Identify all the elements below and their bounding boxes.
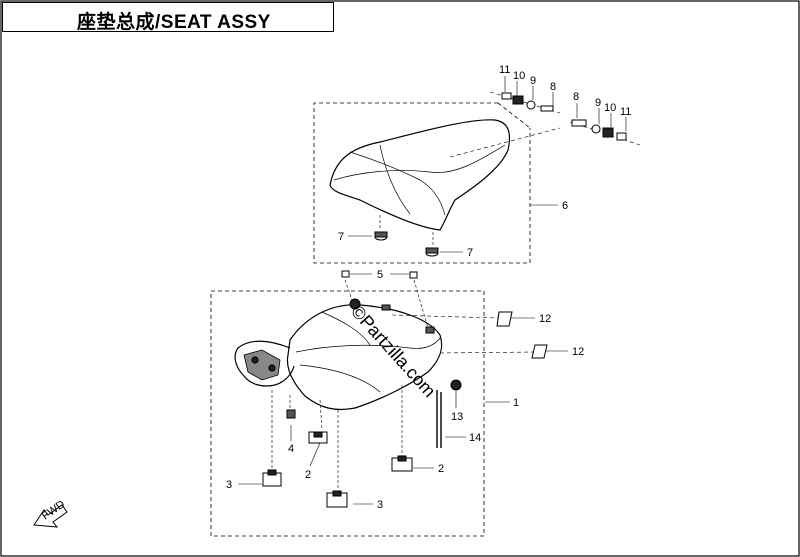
callout-6: 6 xyxy=(562,200,568,212)
callout-1: 1 xyxy=(513,397,519,409)
callout-7a: 7 xyxy=(338,231,344,243)
small-parts xyxy=(262,311,548,508)
callout-3a: 3 xyxy=(226,479,232,491)
callout-2b: 2 xyxy=(438,463,444,475)
bolt-5 xyxy=(341,270,418,279)
watermark: ©Partzilla.com xyxy=(347,301,440,401)
callout-11a: 11 xyxy=(499,64,510,76)
callout-3b: 3 xyxy=(377,499,383,511)
callout-14: 14 xyxy=(469,432,481,444)
passenger-seat xyxy=(329,119,511,231)
main-seat xyxy=(234,304,443,411)
callout-11b: 11 xyxy=(620,106,631,118)
main-seat-box xyxy=(210,290,485,537)
callout-10b: 10 xyxy=(604,102,616,114)
hardware-left xyxy=(489,76,561,114)
callout-4: 4 xyxy=(288,443,294,455)
callout-labels: 11 10 9 8 8 9 10 11 6 7 7 5 12 12 1 13 1… xyxy=(226,64,631,511)
title-box: 座垫总成/SEAT ASSY xyxy=(2,2,334,33)
seat-fasteners xyxy=(349,298,462,391)
page-title: 座垫总成/SEAT ASSY xyxy=(77,12,271,33)
bumper-7 xyxy=(374,231,439,257)
callout-2a: 2 xyxy=(305,469,311,481)
callout-5: 5 xyxy=(377,269,383,281)
callout-7b: 7 xyxy=(467,247,473,259)
callout-9a: 9 xyxy=(530,75,536,87)
passenger-seat-box xyxy=(313,102,531,264)
callout-12a: 12 xyxy=(539,313,551,325)
callout-8a: 8 xyxy=(550,81,556,93)
callout-8b: 8 xyxy=(573,91,579,103)
hardware-right xyxy=(569,103,641,146)
callout-9b: 9 xyxy=(595,97,601,109)
callout-13: 13 xyxy=(451,411,463,423)
callout-12b: 12 xyxy=(572,346,584,358)
fwd-arrow-icon xyxy=(33,504,68,528)
callout-10a: 10 xyxy=(513,70,525,82)
